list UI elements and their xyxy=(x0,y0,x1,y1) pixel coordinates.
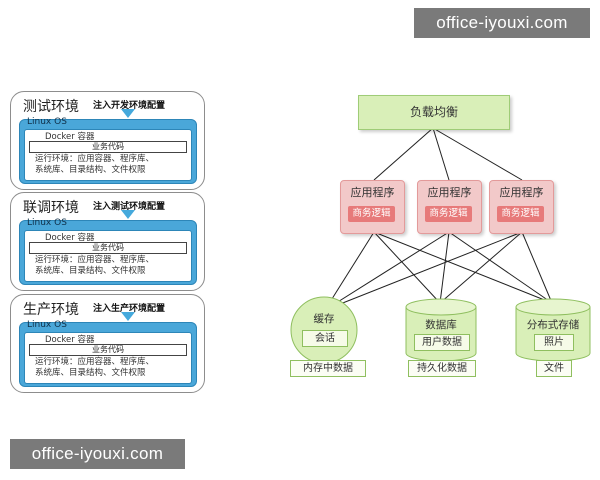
docker-label: Docker 容器 xyxy=(45,132,95,142)
runtime-line: 系统库、目录结构、文件权限 xyxy=(35,368,146,378)
runtime-line: 运行环境：应用容器、程序库、 xyxy=(35,255,155,265)
business-logic-box: 商务逻辑 xyxy=(348,206,395,222)
load-balancer-box: 负载均衡 xyxy=(358,95,510,130)
business-logic-box: 商务逻辑 xyxy=(497,206,544,222)
connector-line xyxy=(373,231,553,304)
env-name: 测试环境 xyxy=(23,99,79,115)
business-code-box: 业务代码 xyxy=(29,242,187,254)
connector-line xyxy=(373,127,434,181)
app-box: 应用程序 商务逻辑 xyxy=(340,180,405,234)
docker-label: Docker 容器 xyxy=(45,233,95,243)
env-panel-integration: 联调环境 注入测试环境配置 Linux OS Docker 容器 业务代码 运行… xyxy=(10,192,205,291)
files-label: 文件 xyxy=(536,360,572,377)
runtime-text: 运行环境：应用容器、程序库、 系统库、目录结构、文件权限 xyxy=(35,255,154,277)
connector-line xyxy=(448,231,553,304)
env-config-note: 注入生产环境配置 xyxy=(93,304,166,314)
runtime-text: 运行环境：应用容器、程序库、 系统库、目录结构、文件权限 xyxy=(35,357,154,379)
docker-container-box: Docker 容器 业务代码 运行环境：应用容器、程序库、 系统库、目录结构、文… xyxy=(24,332,192,384)
watermark-top: office-iyouxi.com xyxy=(414,8,590,38)
down-arrow-icon xyxy=(121,312,135,321)
docker-container-box: Docker 容器 业务代码 运行环境：应用容器、程序库、 系统库、目录结构、文… xyxy=(24,129,192,181)
linux-os-label: Linux OS xyxy=(27,320,67,330)
linux-os-label: Linux OS xyxy=(27,218,67,228)
persistent-data-label: 持久化数据 xyxy=(408,360,476,377)
app-title: 应用程序 xyxy=(427,186,472,199)
connector-line xyxy=(373,231,441,304)
runtime-line: 系统库、目录结构、文件权限 xyxy=(35,266,146,276)
cache-node: 缓存 xyxy=(290,307,358,367)
linux-os-label: Linux OS xyxy=(27,117,67,127)
connector-line xyxy=(439,231,450,304)
env-panel-test: 测试环境 注入开发环境配置 Linux OS Docker 容器 业务代码 运行… xyxy=(10,91,205,190)
linux-os-box: Linux OS Docker 容器 业务代码 运行环境：应用容器、程序库、 系… xyxy=(19,218,197,285)
docker-container-box: Docker 容器 业务代码 运行环境：应用容器、程序库、 系统库、目录结构、文… xyxy=(24,230,192,282)
runtime-line: 系统库、目录结构、文件权限 xyxy=(35,165,146,175)
env-name: 生产环境 xyxy=(23,302,79,318)
runtime-line: 运行环境：应用容器、程序库、 xyxy=(35,357,155,367)
business-logic-box: 商务逻辑 xyxy=(425,206,472,222)
connector-line xyxy=(324,231,523,311)
session-box: 会话 xyxy=(302,330,348,347)
connector-line xyxy=(432,127,450,181)
app-title: 应用程序 xyxy=(350,186,395,199)
env-config-note: 注入开发环境配置 xyxy=(93,101,166,111)
env-name: 联调环境 xyxy=(23,200,79,216)
cache-title: 缓存 xyxy=(313,313,335,325)
watermark-bottom: office-iyouxi.com xyxy=(10,439,185,469)
business-code-box: 业务代码 xyxy=(29,141,187,153)
app-box: 应用程序 商务逻辑 xyxy=(417,180,482,234)
linux-os-box: Linux OS Docker 容器 业务代码 运行环境：应用容器、程序库、 系… xyxy=(19,320,197,387)
user-data-box: 用户数据 xyxy=(414,334,470,351)
env-panel-production: 生产环境 注入生产环境配置 Linux OS Docker 容器 业务代码 运行… xyxy=(10,294,205,393)
connector-line xyxy=(324,231,375,311)
connector-line xyxy=(439,231,523,304)
app-box: 应用程序 商务逻辑 xyxy=(489,180,554,234)
down-arrow-icon xyxy=(121,210,135,219)
photos-box: 照片 xyxy=(534,334,574,351)
database-title: 数据库 xyxy=(425,319,457,331)
business-code-box: 业务代码 xyxy=(29,344,187,356)
env-config-note: 注入测试环境配置 xyxy=(93,202,166,212)
memory-data-label: 内存中数据 xyxy=(290,360,366,377)
storage-title: 分布式存储 xyxy=(526,319,580,331)
runtime-line: 运行环境：应用容器、程序库、 xyxy=(35,154,155,164)
linux-os-box: Linux OS Docker 容器 业务代码 运行环境：应用容器、程序库、 系… xyxy=(19,117,197,184)
storage-node: 分布式存储 xyxy=(516,313,590,333)
app-title: 应用程序 xyxy=(499,186,544,199)
connector-line xyxy=(432,127,523,181)
connector-line xyxy=(324,231,450,311)
database-node: 数据库 xyxy=(406,313,476,333)
connector-line xyxy=(521,231,553,304)
docker-label: Docker 容器 xyxy=(45,335,95,345)
runtime-text: 运行环境：应用容器、程序库、 系统库、目录结构、文件权限 xyxy=(35,154,154,176)
down-arrow-icon xyxy=(121,109,135,118)
architecture-diagram: 负载均衡 应用程序 商务逻辑 应用程序 商务逻辑 应用程序 商务逻辑 缓存 会话… xyxy=(280,85,595,385)
